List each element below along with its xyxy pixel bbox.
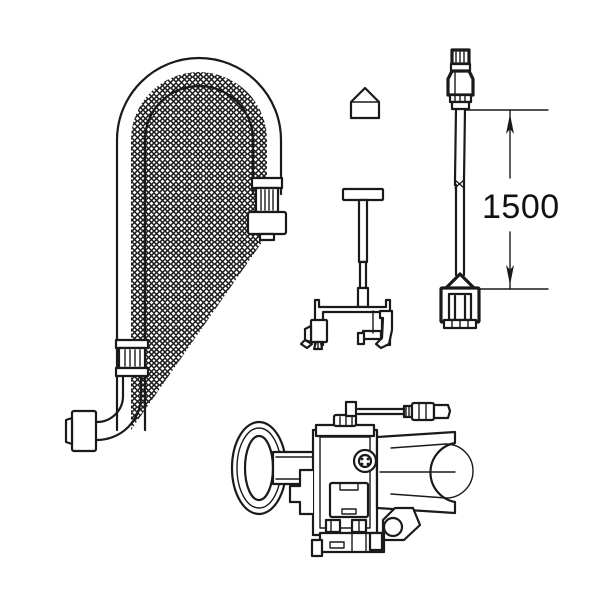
bracket-left-foot — [299, 318, 329, 351]
bracket-right-foot — [356, 309, 394, 350]
valve-mounting-clamp — [375, 430, 474, 542]
part-protective-cap — [349, 86, 381, 120]
part-connection-cable: 1500 — [439, 48, 560, 330]
valve-base-plate — [310, 531, 386, 558]
dimension-label-1500: 1500 — [482, 188, 560, 226]
hose-end-fitting — [64, 409, 98, 453]
hose-union-nut-upper — [246, 176, 288, 242]
cable-body — [453, 107, 467, 277]
cable-upper-plug — [446, 48, 475, 111]
cable-lower-connector — [439, 272, 481, 330]
hose-inner-edge-right — [143, 84, 255, 432]
part-valve-assembly — [230, 400, 474, 558]
hose-elbow-tube — [92, 374, 143, 442]
part-mounting-bracket-tool — [299, 187, 394, 351]
hose-crimp-ferrule-lower — [114, 338, 150, 378]
hose-braid-texture — [131, 72, 267, 430]
valve-body — [288, 400, 379, 537]
valve-solenoid-cable — [356, 401, 452, 422]
part-braided-hose — [64, 56, 288, 453]
hose-outer-edge-left — [115, 56, 283, 432]
dimension-1500: 1500 — [465, 109, 560, 290]
